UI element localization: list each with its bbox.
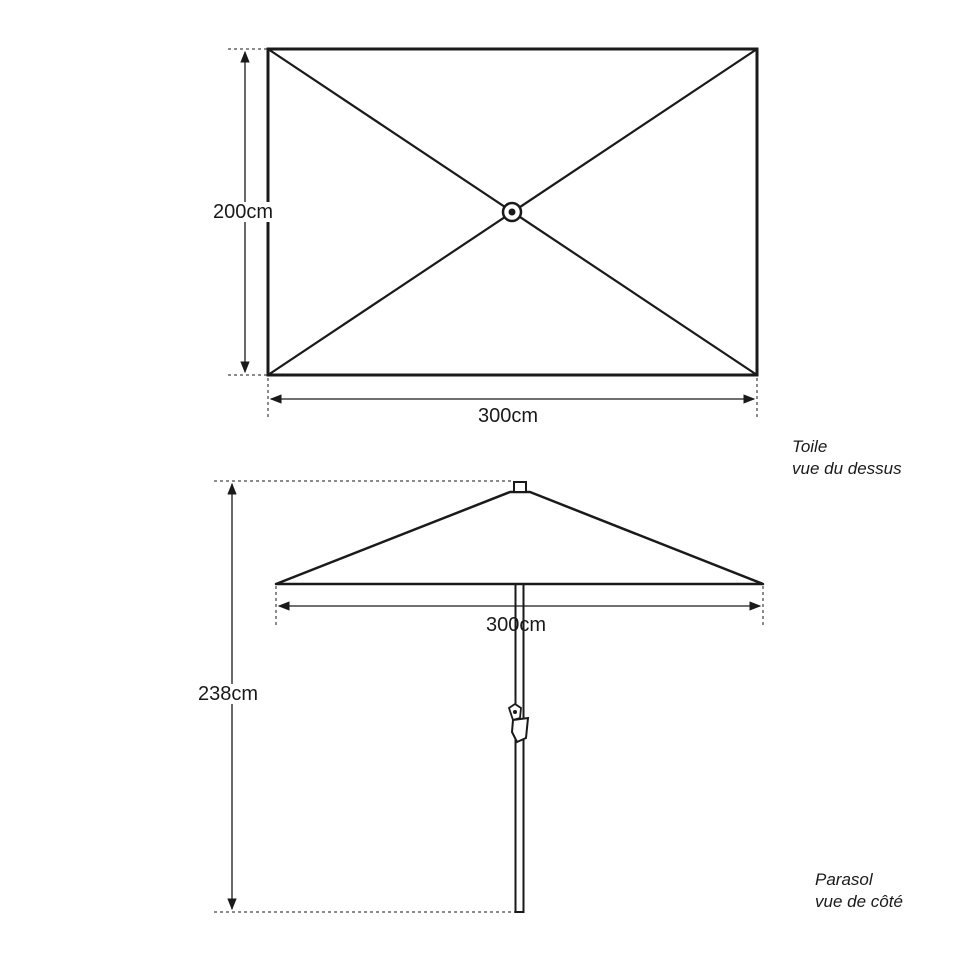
top-view-caption-title: Toile bbox=[792, 437, 828, 456]
side-view-caption-title: Parasol bbox=[815, 870, 873, 889]
crank-handle bbox=[507, 702, 530, 744]
side-view-parasol bbox=[274, 481, 765, 913]
side-view-width-dimension bbox=[275, 586, 764, 626]
side-width-label: 300cm bbox=[486, 614, 547, 636]
side-view-caption: Parasol vue de côté bbox=[815, 869, 903, 913]
top-width-label: 300cm bbox=[478, 405, 539, 427]
top-height-label: 200cm bbox=[212, 201, 275, 223]
canopy-finial bbox=[513, 481, 527, 493]
canopy-profile bbox=[274, 490, 765, 586]
top-view-width-dimension bbox=[267, 378, 758, 418]
top-view-caption-subtitle: vue du dessus bbox=[792, 459, 902, 478]
canopy-hub-center bbox=[508, 208, 516, 216]
side-view-caption-subtitle: vue de côté bbox=[815, 892, 903, 911]
top-view-canopy bbox=[266, 47, 759, 377]
top-view-caption: Toile vue du dessus bbox=[792, 436, 902, 480]
side-height-label: 238cm bbox=[196, 683, 261, 705]
